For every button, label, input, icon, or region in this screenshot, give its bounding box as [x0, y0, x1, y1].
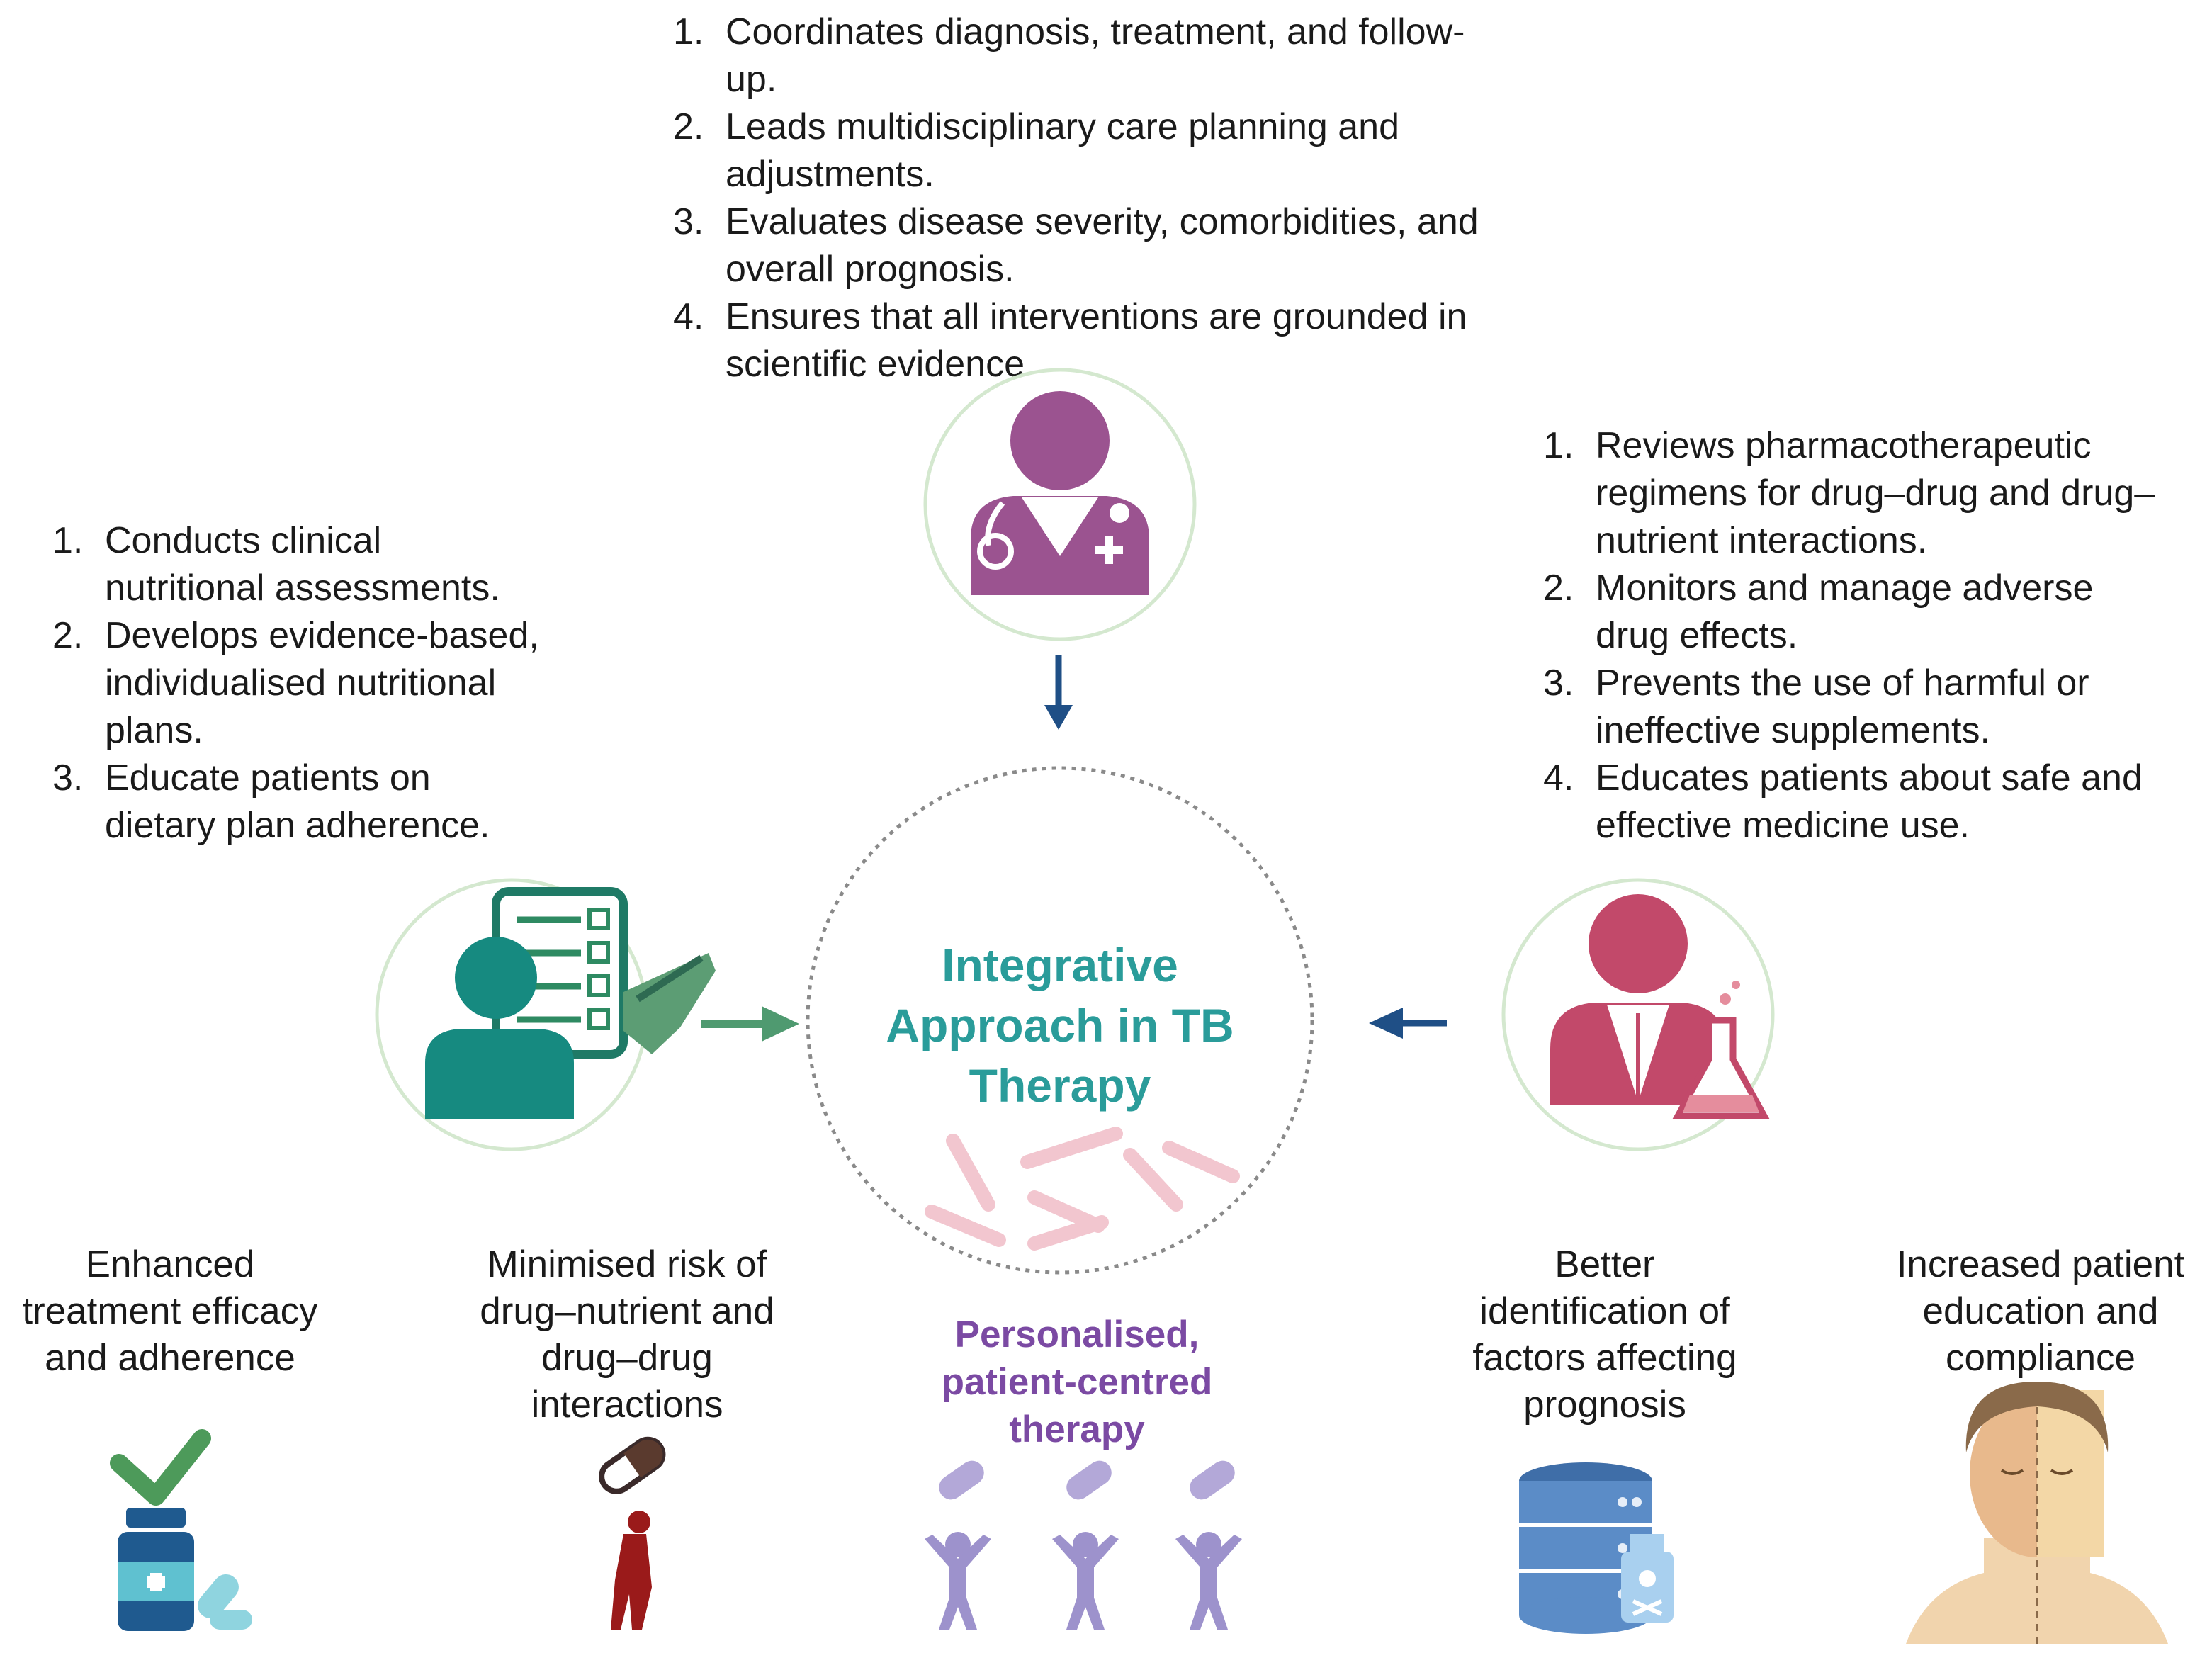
- physician-role-list: 1.Coordinates diagnosis, treatment, and …: [673, 9, 1559, 388]
- dietitian-clipboard-icon: [425, 887, 716, 1119]
- physician-arrow: [1044, 655, 1073, 730]
- dietitian-item: 3.Educate patients on dietary plan adher…: [52, 757, 490, 846]
- outcome-interactions: Minimised risk of drug–nutrient and drug…: [480, 1243, 774, 1426]
- center-title: Integrative Approach in TB Therapy: [886, 939, 1234, 1112]
- pharmacist-arrow: [1369, 1008, 1447, 1039]
- outcome-prognosis: Better identification of factors affecti…: [1472, 1243, 1737, 1426]
- pharmacist-item: 2.Monitors and manage adverse drug effec…: [1543, 568, 2094, 656]
- outcome-education: Increased patient education and complian…: [1896, 1243, 2185, 1379]
- pharmacist-item: 3.Prevents the use of harmful or ineffec…: [1543, 662, 2089, 751]
- pharmacist-flask-icon: [1550, 894, 1770, 1119]
- capsules-people-icon: [925, 1460, 1242, 1630]
- physician-item: 3.Evaluates disease severity, comorbidit…: [673, 201, 1479, 290]
- pharmacist-role-list: 1.Reviews pharmacotherapeutic regimens f…: [1543, 422, 2209, 850]
- pharmacist-item: 4.Educates patients about safe and effec…: [1543, 757, 2143, 846]
- pharmacist-item: 1.Reviews pharmacotherapeutic regimens f…: [1543, 425, 2155, 561]
- capsule-sick-person-icon: [599, 1436, 666, 1630]
- patient-face-icon: [1906, 1382, 2168, 1644]
- physician-item: 4.Ensures that all interventions are gro…: [673, 296, 1467, 385]
- bacteria-icon: [925, 1127, 1240, 1251]
- outcome-personalised: Personalised, patient-centred therapy: [941, 1314, 1213, 1450]
- checkmark-medicine-bottle-icon: [110, 1429, 252, 1631]
- physician-item: 2.Leads multidisciplinary care planning …: [673, 106, 1400, 195]
- center-dashed-circle: [806, 766, 1314, 1275]
- dietitian-item: 1.Conducts clinical nutritional assessme…: [52, 520, 500, 609]
- dietitian-item: 2.Develops evidence-based, individualise…: [52, 615, 539, 751]
- dietitian-role-list: 1.Conducts clinical nutritional assessme…: [52, 517, 619, 850]
- outcome-efficacy: Enhanced treatment efficacy and adherenc…: [22, 1243, 318, 1379]
- dietitian-arrow: [701, 1006, 799, 1042]
- physician-item: 1.Coordinates diagnosis, treatment, and …: [673, 11, 1465, 100]
- database-poison-bottle-icon: [1519, 1462, 1674, 1634]
- doctor-icon: [971, 391, 1149, 595]
